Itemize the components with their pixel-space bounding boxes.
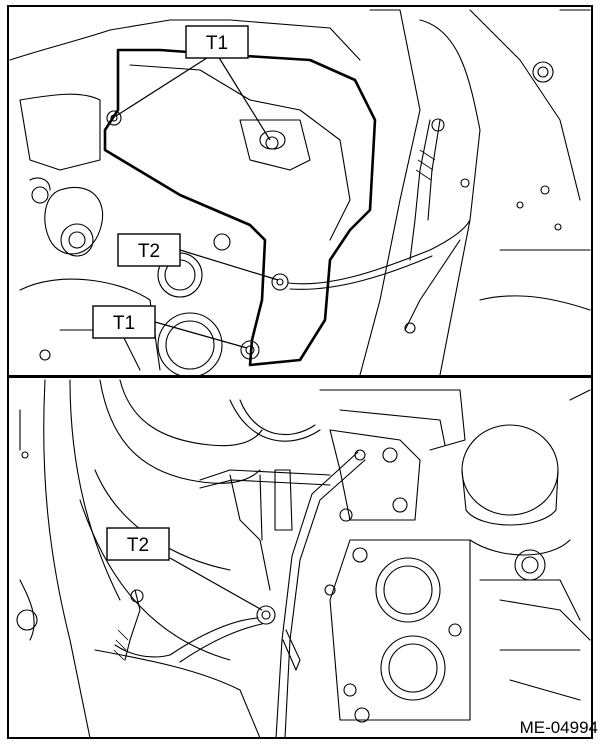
svg-text:T2: T2 bbox=[127, 535, 149, 556]
callout-t1-upper: T1 bbox=[185, 25, 249, 59]
svg-text:T2: T2 bbox=[138, 241, 160, 262]
top-engine-drawing bbox=[9, 9, 591, 375]
bottom-engine-drawing bbox=[16, 379, 591, 737]
svg-text:T1: T1 bbox=[206, 33, 228, 54]
callout-t2-bottom: T2 bbox=[106, 527, 170, 561]
callout-t1-lower: T1 bbox=[92, 305, 156, 339]
top-panel: T1 T2 T1 bbox=[7, 5, 593, 377]
figure-code: ME-04994 bbox=[519, 718, 598, 737]
callout-t2-upper: T2 bbox=[117, 233, 181, 267]
svg-text:T1: T1 bbox=[113, 313, 135, 334]
bottom-panel: T2 bbox=[7, 376, 593, 739]
